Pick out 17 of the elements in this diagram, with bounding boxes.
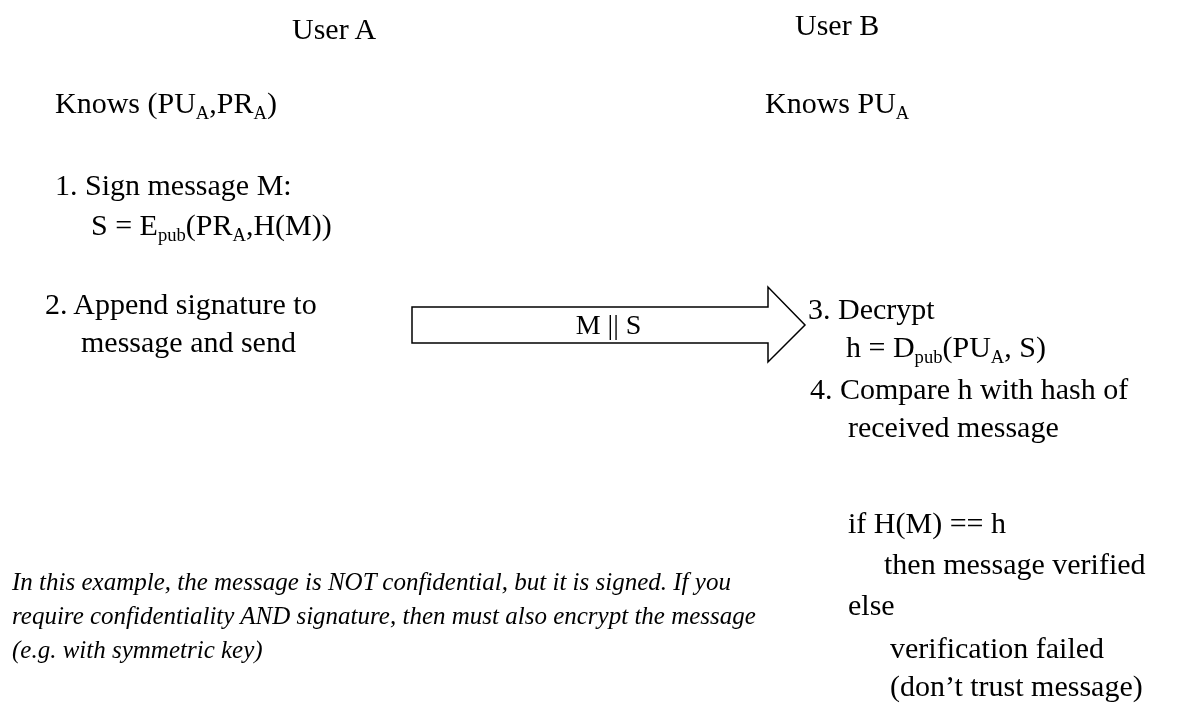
label-text: if H(M) == h: [848, 505, 1006, 541]
label-text: S = E$_{pub}$(PR$_{A}$,H(M)): [91, 207, 332, 244]
step-text: h = D$_{pub}$(PU$_{A}$, S): [845, 329, 1047, 366]
block-arrow: [411, 285, 807, 364]
label-text: User A: [292, 11, 377, 47]
note-text: In this example, the message is NOT confidential, but it is signed. If you require confidentiality AND signature, then must also encrypt the message (e.g. with symmetric key): [12, 567, 757, 666]
label-text: 4. Compare h with hash of received message: [810, 371, 1130, 445]
step-text: 3. Decrypt: [808, 291, 936, 327]
label-text: verification failed (don’t trust message): [890, 630, 1144, 704]
edge-label: M || S: [575, 308, 642, 342]
label-text: 1. Sign message M:: [55, 167, 292, 203]
label-text: Knows PU$_{A}$: [765, 85, 910, 122]
label-text: else: [848, 587, 895, 623]
label-text: then message verified: [884, 546, 1146, 582]
label-text: User B: [795, 7, 880, 43]
step-text: 2. Append signature to message and send: [45, 286, 318, 360]
label-text: Knows (PU$_{A}$,PR$_{A}$): [55, 85, 277, 122]
